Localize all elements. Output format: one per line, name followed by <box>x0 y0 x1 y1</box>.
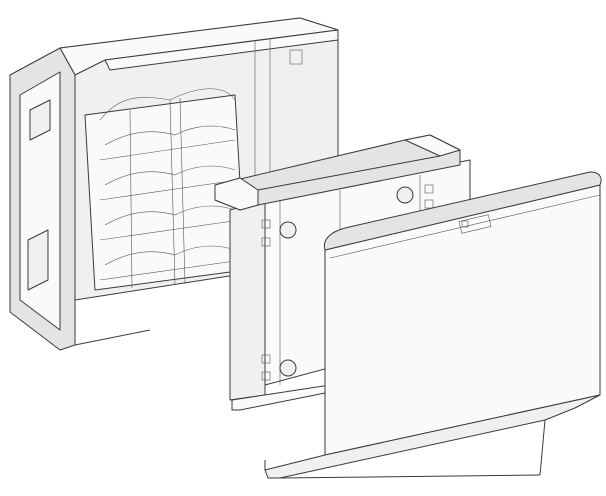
front-cover <box>264 171 602 479</box>
bolt-icon <box>279 359 297 377</box>
enclosure-box <box>9 17 339 351</box>
bolt-icon <box>279 221 297 239</box>
connector-stacks <box>84 88 246 291</box>
bolt-icon <box>396 186 414 204</box>
